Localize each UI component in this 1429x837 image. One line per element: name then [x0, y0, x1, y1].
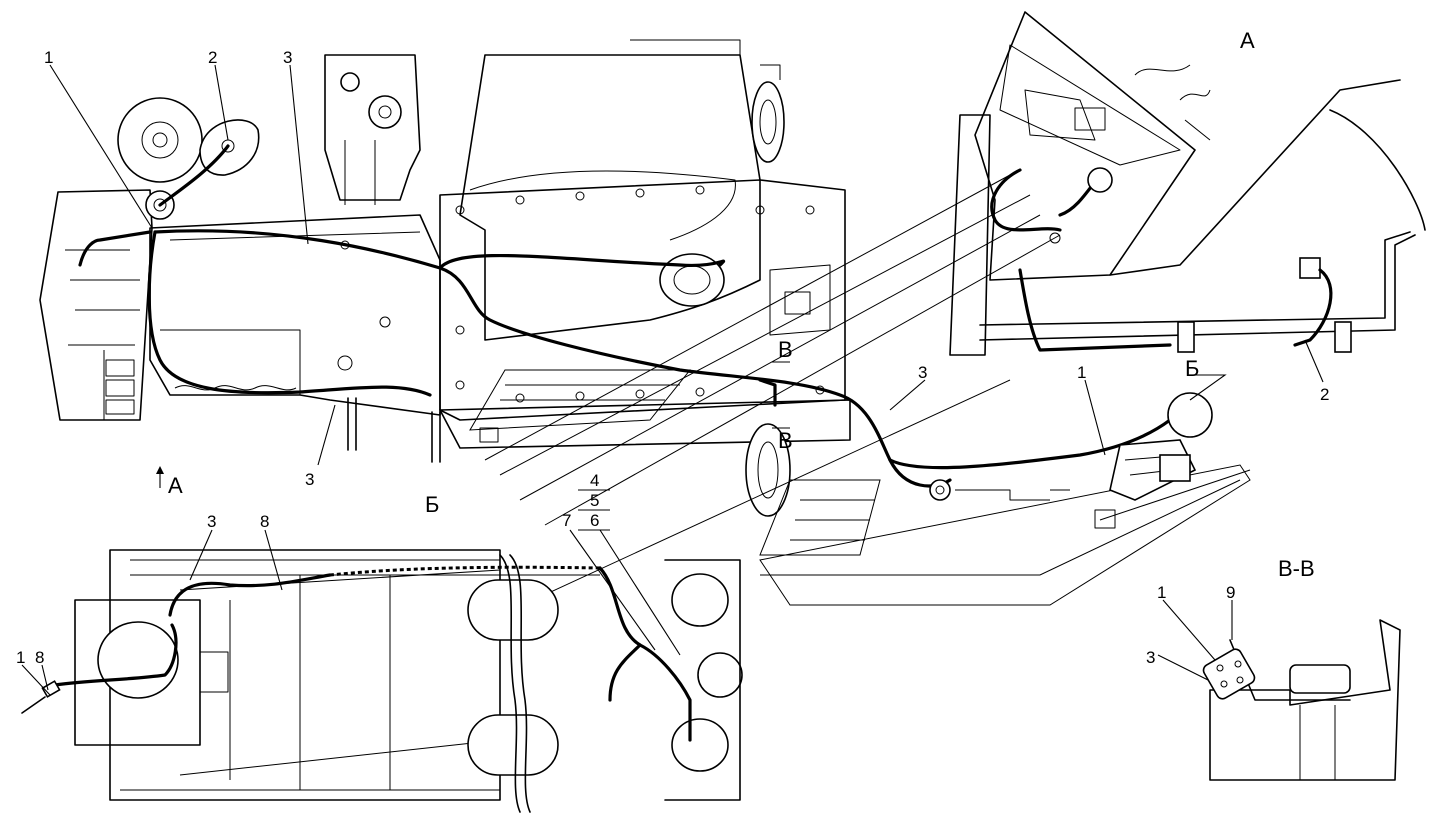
callout-6: 6 [590, 511, 599, 530]
callout-labels: 1 2 3 3 3 1 2 3 8 1 8 4 5 7 6 1 9 3 [16, 48, 1329, 667]
callout-1-right: 1 [1077, 363, 1086, 382]
callout-3-lower: 3 [305, 470, 314, 489]
callout-4: 4 [590, 471, 599, 490]
view-a-label: А [1240, 28, 1255, 53]
callout-7: 7 [562, 511, 571, 530]
callout-3-right: 3 [918, 363, 927, 382]
callout-9-section: 9 [1226, 583, 1235, 602]
callout-3: 3 [283, 48, 292, 67]
detail-b-circle [955, 392, 1251, 529]
callout-2: 2 [208, 48, 217, 67]
callout-1-section: 1 [1157, 583, 1166, 602]
callout-8-view-b-left: 8 [35, 648, 44, 667]
view-b-chassis [21, 549, 743, 813]
view-a-arrow-label: А [168, 473, 183, 498]
leader-lines [21, 64, 1324, 696]
view-a-detail [949, 11, 1426, 356]
callout-1: 1 [44, 48, 53, 67]
engine-assembly [39, 39, 851, 517]
view-v-bottom-label: В [778, 428, 793, 453]
section-vv-detail [1202, 619, 1401, 781]
wiring-harness-main [78, 144, 1172, 501]
section-vv-label: В-В [1278, 556, 1315, 581]
ghost-frame-lines [469, 174, 1251, 621]
view-b-label: Б [425, 492, 439, 517]
callout-1-view-b: 1 [16, 648, 25, 667]
callout-8-view-b: 8 [260, 512, 269, 531]
callout-2-right: 2 [1320, 385, 1329, 404]
view-v-top-label: В [778, 337, 793, 362]
view-labels: А А Б Б В В В-В [168, 28, 1315, 581]
callout-3-view-b: 3 [207, 512, 216, 531]
callout-5: 5 [590, 491, 599, 510]
view-b-callout-label: Б [1185, 356, 1199, 381]
callout-3-section: 3 [1146, 648, 1155, 667]
